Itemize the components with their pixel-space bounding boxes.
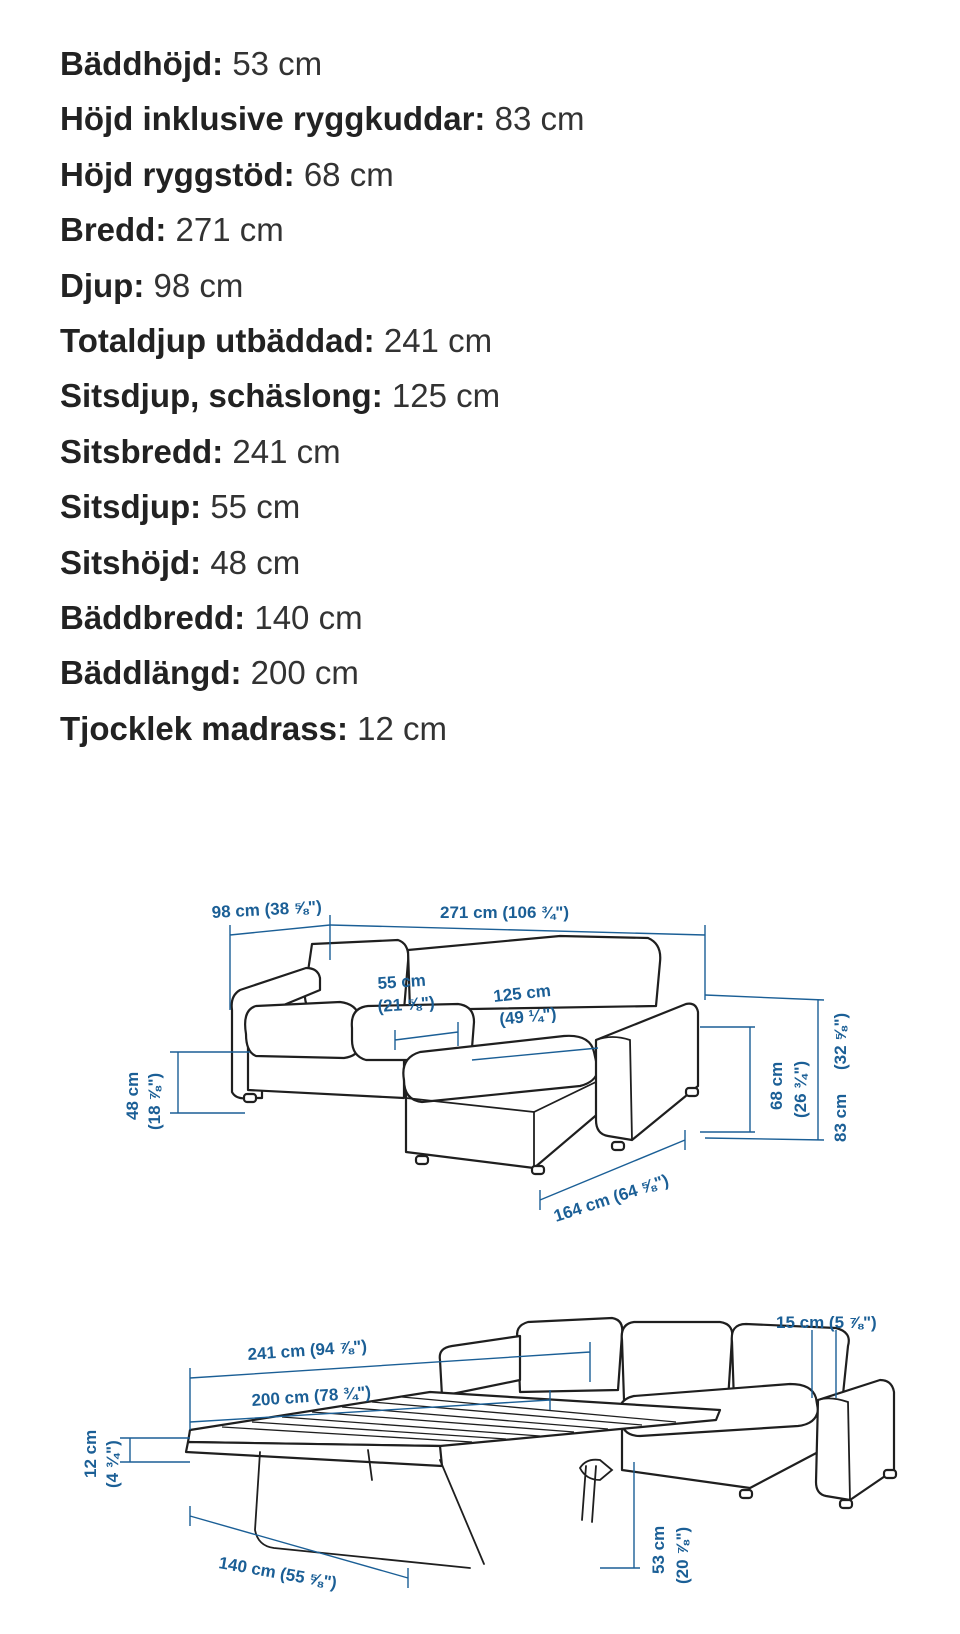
spec-value: 68 cm [303, 155, 394, 193]
spec-bed-length: Bäddlängd: 200 cm [60, 645, 584, 700]
spec-seat-depth-chaise: Sitsdjup, schäslong: 125 cm [60, 368, 584, 423]
spec-height-incl-back-cushions: Höjd inklusive ryggkuddar: 83 cm [60, 91, 584, 146]
chaise-length-label: 164 cm (64 ⅝") [551, 1171, 671, 1226]
bed-height-in-label: (20 ⅞") [673, 1527, 692, 1584]
spec-label: Höjd ryggstöd: [60, 155, 295, 193]
sofa-bed-dimension-lines [120, 1330, 837, 1588]
spec-label: Bäddbredd: [60, 598, 246, 636]
spec-value: 200 cm [250, 654, 359, 692]
spec-value: 125 cm [391, 377, 501, 415]
back-height-in-label: (26 ¾") [791, 1061, 810, 1118]
arm-width-label: 15 cm (5 ⅞") [776, 1313, 877, 1332]
back-height-cm-label: 68 cm [767, 1062, 786, 1110]
spec-depth: Djup: 98 cm [60, 258, 584, 313]
spec-width: Bredd: 271 cm [60, 202, 584, 257]
bed-slats [221, 1396, 677, 1443]
seat-height-cm-label: 48 cm [123, 1072, 142, 1120]
spec-seat-width: Sitsbredd: 241 cm [60, 424, 584, 479]
spec-label: Sitsbredd: [60, 432, 224, 470]
spec-bed-height: Bäddhöjd: 53 cm [60, 36, 584, 91]
spec-value: 140 cm [254, 598, 363, 636]
product-measurements-list: Bäddhöjd: 53 cm Höjd inklusive ryggkudda… [60, 36, 584, 756]
spec-value: 271 cm [175, 211, 284, 249]
total-height-cm-label: 83 cm [831, 1094, 850, 1142]
sofa-width-label: 271 cm (106 ¾") [440, 903, 569, 922]
spec-seat-height: Sitshöjd: 48 cm [60, 535, 584, 590]
spec-label: Bäddhöjd: [60, 45, 224, 82]
seat-height-in-label: (18 ⅞") [145, 1073, 164, 1130]
sofa-bed-drawing [184, 1316, 898, 1569]
spec-label: Sitsdjup, schäslong: [60, 377, 383, 415]
total-height-in-label: (32 ⅝") [831, 1013, 850, 1070]
seat-depth-cm-label: 55 cm [377, 971, 426, 993]
spec-label: Sitshöjd: [60, 543, 202, 581]
spec-total-depth-bed: Totaldjup utbäddad: 241 cm [60, 313, 584, 368]
spec-label: Djup: [60, 266, 145, 304]
spec-label: Bredd: [60, 211, 167, 249]
spec-mattress-thickness: Tjocklek madrass: 12 cm [60, 701, 584, 756]
sofa-drawing [230, 934, 700, 1176]
spec-label: Tjocklek madrass: [60, 709, 348, 747]
spec-value: 241 cm [383, 321, 493, 359]
sofa-dimension-diagram: 98 cm (38 ⅝") 271 cm (106 ¾") 55 cm (21 … [81, 897, 898, 1593]
sofa-dimension-lines [170, 915, 825, 1210]
spec-value: 12 cm [357, 709, 448, 747]
spec-seat-depth: Sitsdjup: 55 cm [60, 479, 584, 534]
mattress-thickness-in-label: (4 ¾") [103, 1440, 122, 1488]
spec-value: 53 cm [232, 45, 323, 82]
bed-total-depth-label: 241 cm (94 ⅞") [247, 1337, 368, 1364]
spec-value: 55 cm [210, 488, 301, 526]
spec-bed-width: Bäddbredd: 140 cm [60, 590, 584, 645]
spec-value: 48 cm [210, 543, 301, 581]
spec-value: 241 cm [232, 432, 341, 470]
mattress-thickness-cm-label: 12 cm [81, 1430, 100, 1478]
spec-label: Bäddlängd: [60, 654, 242, 692]
bed-height-cm-label: 53 cm [649, 1526, 668, 1574]
spec-value: 83 cm [494, 100, 585, 138]
sofa-depth-label: 98 cm (38 ⅝") [211, 897, 322, 922]
seat-depth-in-label: (21 ⅝") [377, 993, 435, 1016]
spec-label: Höjd inklusive ryggkuddar: [60, 100, 486, 138]
spec-label: Totaldjup utbäddad: [60, 321, 375, 359]
spec-backrest-height: Höjd ryggstöd: 68 cm [60, 147, 584, 202]
spec-value: 98 cm [153, 266, 244, 304]
bed-width-label: 140 cm (55 ⅝") [217, 1553, 338, 1592]
spec-label: Sitsdjup: [60, 488, 202, 526]
